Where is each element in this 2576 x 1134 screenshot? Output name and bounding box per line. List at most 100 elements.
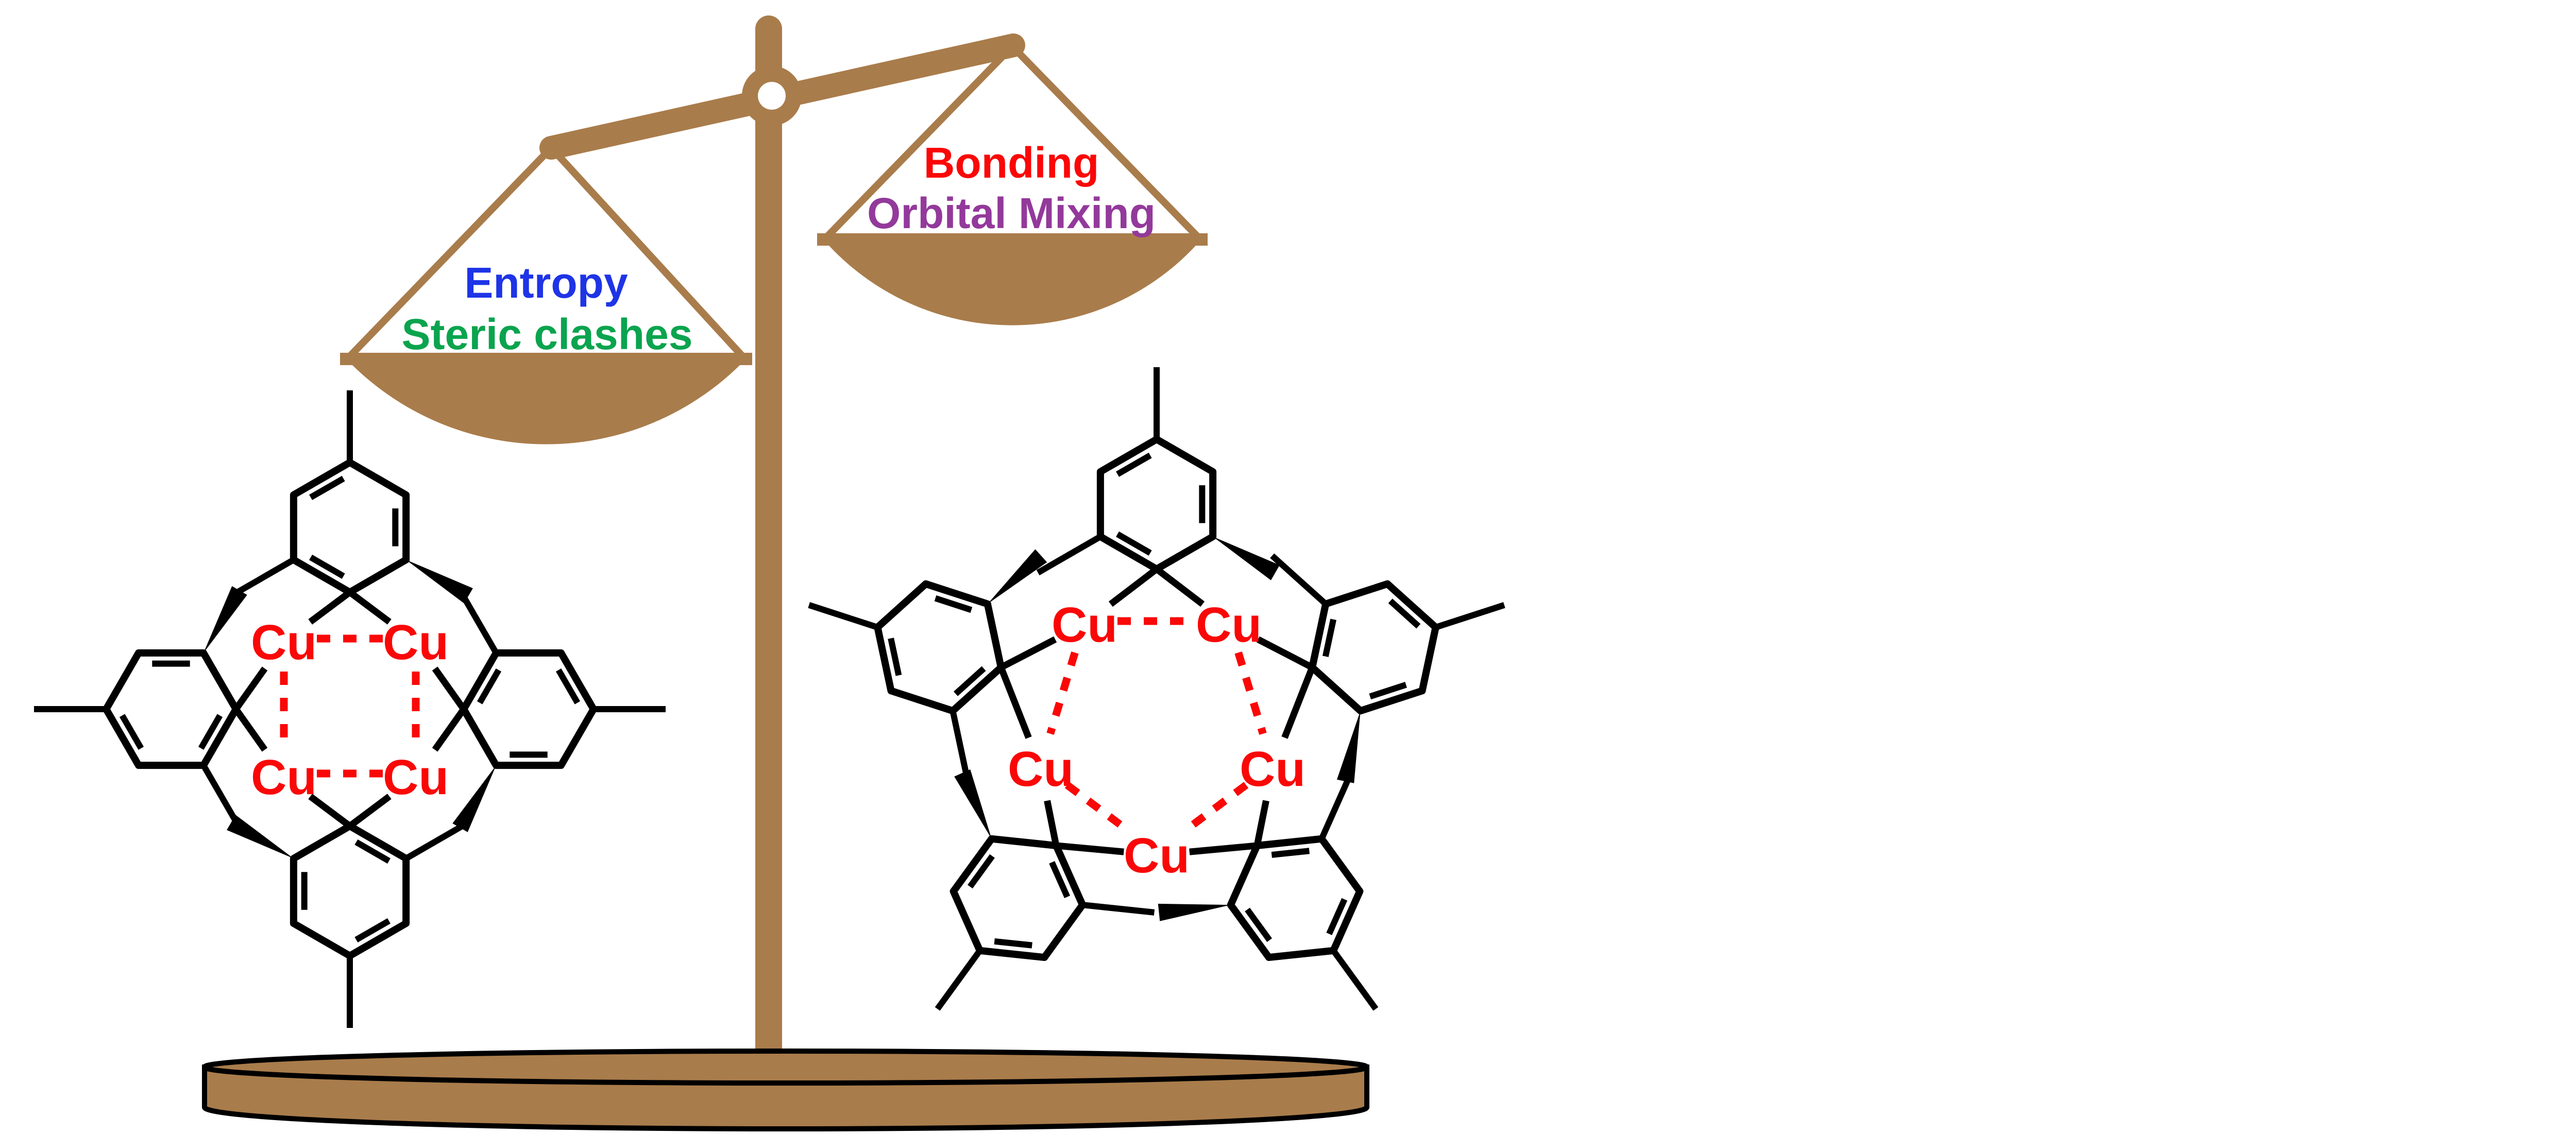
cu-atom-label: Cu — [383, 750, 449, 805]
balance-post — [755, 15, 782, 1076]
mesityl-ring — [460, 649, 597, 769]
ipso-cu-bond — [1281, 666, 1316, 739]
ortho-methyl-wedge-bond — [1336, 711, 1361, 783]
ipso-cu-bond — [1108, 566, 1159, 607]
cu-atom-label: Cu — [251, 615, 317, 670]
aromatic-double-bond — [968, 854, 995, 889]
mesityl-ligand — [935, 769, 1155, 1011]
pivot-hole — [758, 82, 786, 110]
ortho-methyl-bond — [1318, 771, 1354, 840]
aromatic-double-bond — [477, 668, 502, 705]
ortho-methyl-wedge-bond — [954, 769, 992, 839]
mesityl-ligand — [452, 589, 666, 832]
cu-atom-label: Cu — [383, 615, 449, 670]
aromatic-double-bond — [1322, 618, 1336, 657]
aromatic-double-bond — [1326, 898, 1348, 935]
cu-cu-dashed-bond — [1180, 782, 1249, 835]
aromatic-double-bond — [934, 595, 973, 613]
right-pan-string-right — [1009, 44, 1204, 242]
para-methyl-bond — [808, 602, 879, 630]
mesityl-ring — [290, 459, 410, 596]
ipso-cu-bond — [1189, 842, 1258, 855]
aromatic-double-bond — [1388, 598, 1421, 629]
ipso-cu-bond — [1044, 800, 1060, 847]
ortho-methyl-wedge-bond — [1158, 903, 1231, 921]
right-pan: Bonding Orbital Mixing — [817, 44, 1208, 325]
aromatic-double-bond — [1245, 907, 1273, 942]
right-pan-string-left — [821, 44, 1015, 242]
ipso-cu-bond — [999, 636, 1057, 671]
aromatic-double-bond — [309, 475, 345, 501]
cu-atom-label: Cu — [1124, 828, 1190, 883]
ortho-methyl-bond — [1270, 553, 1328, 607]
aromatic-double-bond — [994, 938, 1032, 949]
ortho-methyl-wedge-bond — [227, 815, 294, 858]
mesityl-ring — [1227, 835, 1364, 961]
cu-cu-dashed-bond — [1046, 651, 1079, 735]
ipso-cu-bond — [348, 794, 392, 829]
ortho-methyl-bond — [404, 819, 470, 862]
right-pan-label-orbital: Orbital Mixing — [867, 189, 1156, 237]
ortho-methyl-bond — [1082, 902, 1155, 916]
mesityl-ring — [950, 835, 1087, 961]
left-pan: Entropy Steric clashes — [340, 145, 752, 444]
left-pan-bowl — [347, 360, 745, 444]
cu-atom-label: Cu — [1196, 597, 1262, 652]
aromatic-double-bond — [1049, 861, 1071, 898]
aromatic-double-bond — [198, 714, 223, 750]
mesityl-ligand — [229, 390, 473, 604]
cu-atom-label: Cu — [1240, 742, 1306, 797]
ipso-cu-bond — [432, 707, 467, 752]
mesityl-ligand — [227, 815, 470, 1028]
mesityl-ligand — [1270, 553, 1505, 783]
aromatic-double-bond — [555, 668, 581, 705]
ortho-methyl-wedge-bond — [1213, 537, 1280, 580]
mesityl-ring — [103, 649, 240, 769]
ipso-cu-bond — [1155, 566, 1205, 607]
ipso-cu-bond — [308, 589, 352, 625]
ortho-methyl-wedge-bond — [406, 560, 473, 604]
aromatic-double-bond — [119, 714, 144, 750]
ortho-methyl-wedge-bond — [452, 765, 496, 832]
mesityl-ring — [290, 822, 410, 959]
left-pan-string-left — [344, 145, 554, 362]
para-methyl-bond — [1331, 949, 1379, 1011]
cu-atom-label: Cu — [1052, 597, 1117, 652]
mesityl-ligand — [1158, 771, 1379, 1011]
ortho-methyl-wedge-bond — [204, 586, 247, 653]
ipso-cu-bond — [1253, 800, 1269, 847]
ortho-methyl-bond — [200, 764, 243, 830]
cu-cu-dashed-bond — [1064, 782, 1133, 835]
ipso-cu-bond — [233, 707, 268, 752]
ortho-methyl-wedge-bond — [987, 549, 1047, 604]
mesityl-ring — [1096, 436, 1217, 573]
ortho-methyl-bond — [1036, 534, 1102, 576]
aromatic-double-bond — [1369, 682, 1407, 700]
mesityl-ligand — [34, 586, 247, 830]
ipso-cu-bond — [348, 589, 392, 625]
aromatic-double-bond — [1116, 531, 1152, 556]
aromatic-double-bond — [309, 554, 345, 579]
right-pan-bowl — [824, 240, 1200, 325]
ortho-methyl-bond — [229, 557, 295, 599]
balance-scale: Entropy Steric clashes Bonding Orbital M… — [202, 15, 1369, 1131]
left-pan-label-entropy: Entropy — [464, 259, 628, 307]
aromatic-double-bond — [354, 839, 391, 864]
ipso-cu-bond — [308, 794, 352, 829]
mesityl-ligand — [808, 549, 1047, 782]
ortho-methyl-bond — [457, 589, 499, 655]
left-pan-string-right — [548, 145, 748, 362]
para-methyl-bond — [1434, 602, 1505, 630]
ipso-cu-bond — [233, 666, 268, 711]
left-pan-label-steric: Steric clashes — [401, 310, 692, 358]
ipso-cu-bond — [432, 666, 467, 711]
aromatic-double-bond — [953, 666, 986, 696]
aromatic-double-bond — [1116, 452, 1152, 477]
cu-cu-dashed-bond — [1234, 651, 1267, 735]
ipso-cu-bond — [1056, 842, 1124, 855]
